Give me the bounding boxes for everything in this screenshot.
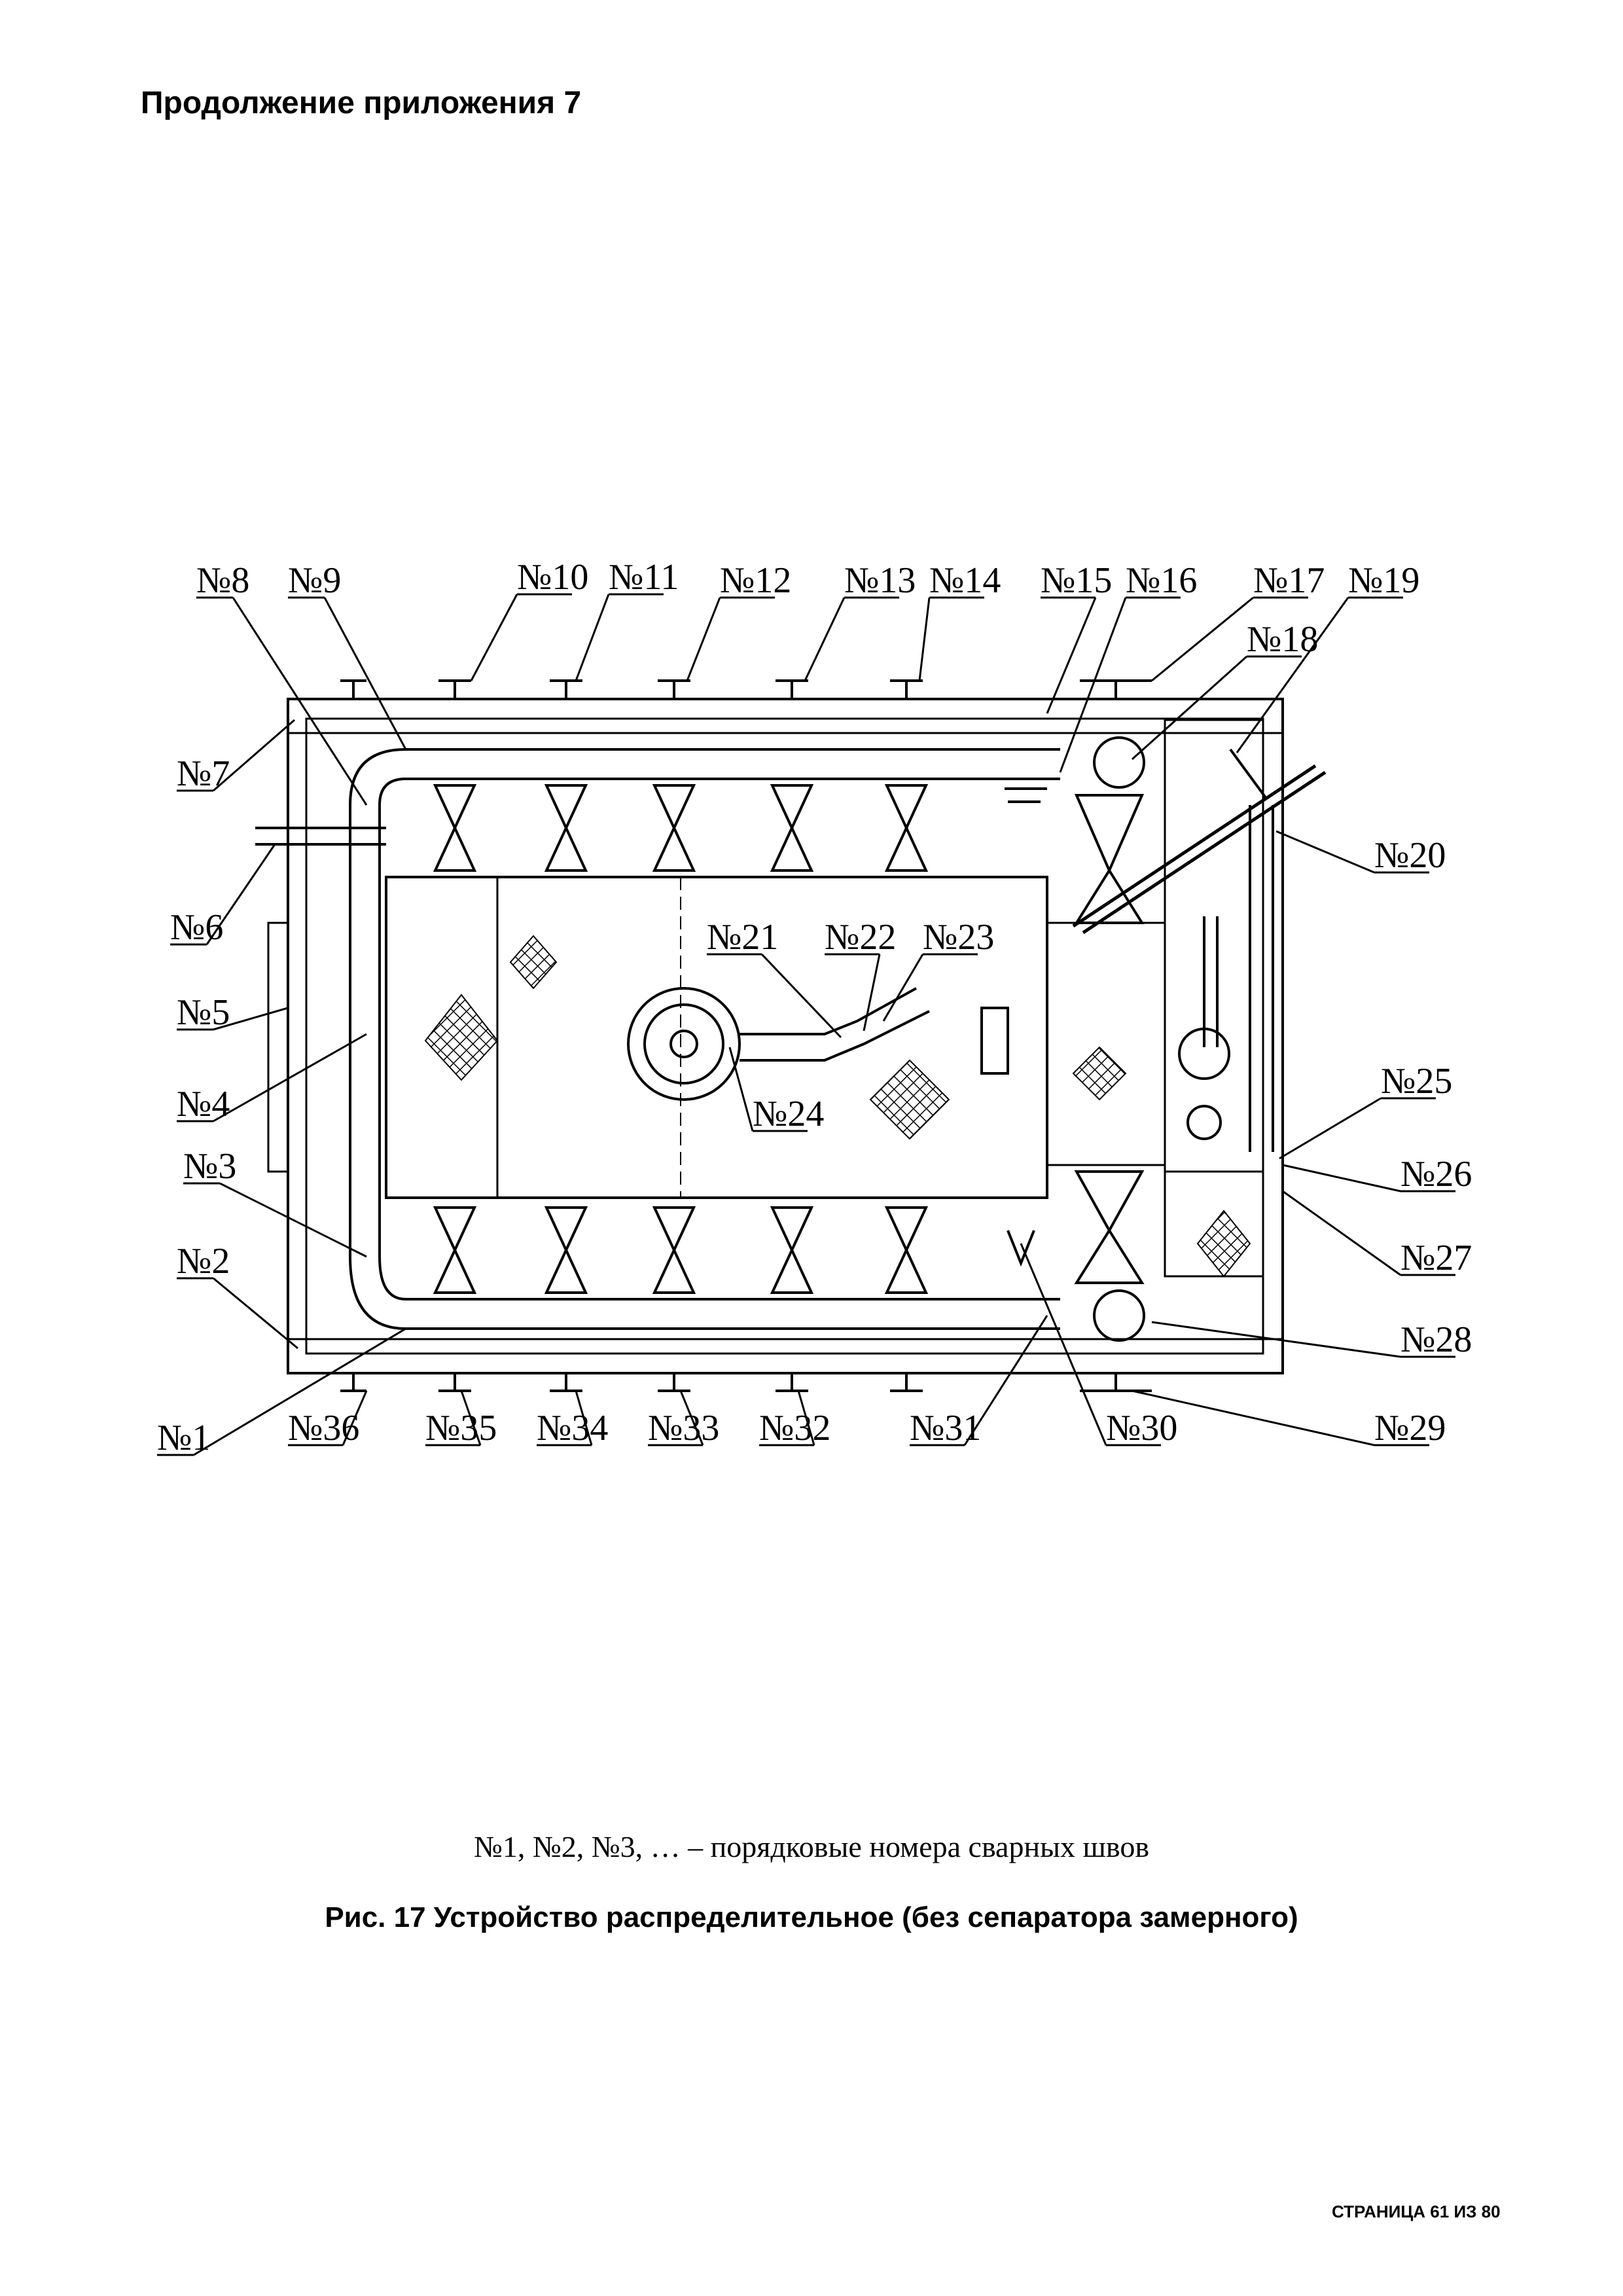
leader-line xyxy=(205,844,276,945)
leader-line xyxy=(213,719,295,792)
leader-line xyxy=(232,597,368,806)
weld-label: №1 xyxy=(157,1418,210,1458)
weld-label: №6 xyxy=(170,907,223,948)
page-heading: Продолжение приложения 7 xyxy=(141,86,582,120)
leader-line xyxy=(679,1390,704,1446)
weld-label: №10 xyxy=(517,557,588,598)
leader-line xyxy=(963,1315,1048,1446)
leader-line xyxy=(470,594,518,681)
leader-line xyxy=(804,597,846,681)
leader-line xyxy=(1020,1243,1107,1446)
top-flanges xyxy=(340,679,1152,699)
weld-label: №3 xyxy=(183,1146,236,1187)
weld-label: №27 xyxy=(1400,1238,1472,1278)
weld-label: №17 xyxy=(1253,560,1325,601)
leader-line xyxy=(1282,1190,1401,1276)
weld-label: №16 xyxy=(1126,560,1197,601)
weld-label: №4 xyxy=(177,1084,230,1124)
leader-line xyxy=(1275,830,1375,874)
leader-line xyxy=(460,1390,482,1446)
weld-label: №13 xyxy=(844,560,916,601)
leader-line xyxy=(323,597,407,750)
bottom-flanges xyxy=(340,1373,1152,1392)
weld-label: №15 xyxy=(1041,560,1112,601)
weld-label: №35 xyxy=(425,1408,497,1448)
weld-label: №32 xyxy=(759,1408,830,1448)
page-footer: СТРАНИЦА 61 ИЗ 80 xyxy=(1332,2202,1501,2221)
weld-label: №12 xyxy=(720,560,791,601)
weld-label: №18 xyxy=(1247,619,1318,660)
leader-line xyxy=(575,594,610,681)
weld-label: №28 xyxy=(1400,1319,1472,1360)
legend-text: №1, №2, №3, … – порядковые номера сварны… xyxy=(473,1830,1150,1863)
weld-label: №14 xyxy=(929,560,1001,601)
weld-label: №7 xyxy=(177,753,230,794)
weld-label: №25 xyxy=(1381,1061,1452,1102)
figure-caption: Рис. 17 Устройство распределительное (бе… xyxy=(325,1901,1298,1933)
leader-line xyxy=(1279,1097,1382,1160)
leader-line xyxy=(213,1277,298,1350)
weld-label: №29 xyxy=(1374,1408,1446,1448)
weld-label: №36 xyxy=(288,1408,359,1448)
leader-line xyxy=(686,597,721,681)
leader-line xyxy=(219,1182,367,1258)
leader-line xyxy=(882,954,924,1022)
weld-label: №30 xyxy=(1106,1408,1177,1448)
weld-label: №24 xyxy=(753,1094,824,1134)
leader-line xyxy=(1046,597,1097,714)
leader-line xyxy=(1151,596,1254,682)
leader-line xyxy=(575,1390,593,1446)
weld-label: №9 xyxy=(288,560,341,601)
leader-line xyxy=(1132,1390,1375,1446)
weld-label: №8 xyxy=(196,560,249,601)
leader-line xyxy=(760,953,842,1039)
weld-label: №2 xyxy=(177,1241,230,1282)
leader-line xyxy=(1059,597,1127,773)
frame xyxy=(267,698,1284,1374)
leader-line xyxy=(728,1047,754,1132)
weld-label: №34 xyxy=(537,1408,608,1448)
leader-line xyxy=(1131,655,1248,761)
leader-line xyxy=(193,1327,406,1456)
valves-top xyxy=(433,784,1145,924)
leader-line xyxy=(918,597,931,681)
leader-line xyxy=(1236,597,1349,753)
leader-line xyxy=(797,1390,815,1446)
weld-label: №33 xyxy=(648,1408,719,1448)
weld-label: №23 xyxy=(923,917,994,958)
weld-label: №21 xyxy=(707,917,778,958)
weld-label: №31 xyxy=(910,1408,981,1448)
weld-label: №22 xyxy=(825,917,896,958)
leader-line xyxy=(1151,1321,1401,1358)
fittings xyxy=(255,736,1230,1342)
leader-line xyxy=(342,1390,368,1446)
weld-label: №5 xyxy=(177,992,230,1033)
pipes xyxy=(349,748,1327,1330)
weld-label: №26 xyxy=(1400,1154,1472,1194)
leader-line xyxy=(1282,1164,1401,1193)
weld-label: №11 xyxy=(609,557,679,598)
leader-line xyxy=(213,1007,289,1031)
leader-line xyxy=(863,954,881,1031)
weld-labels: №1 №2 №3 №4 №5 №6 №7 №8 №9 №10 №11 №12 №13 №14 №15 №16 №… xyxy=(157,557,1472,1458)
valves-bottom xyxy=(433,1170,1145,1294)
weld-label: №19 xyxy=(1348,560,1419,601)
hatched-areas xyxy=(424,935,1251,1278)
weld-label: №20 xyxy=(1374,835,1446,876)
leader-lines xyxy=(157,593,1455,1456)
leader-line xyxy=(213,1033,367,1122)
